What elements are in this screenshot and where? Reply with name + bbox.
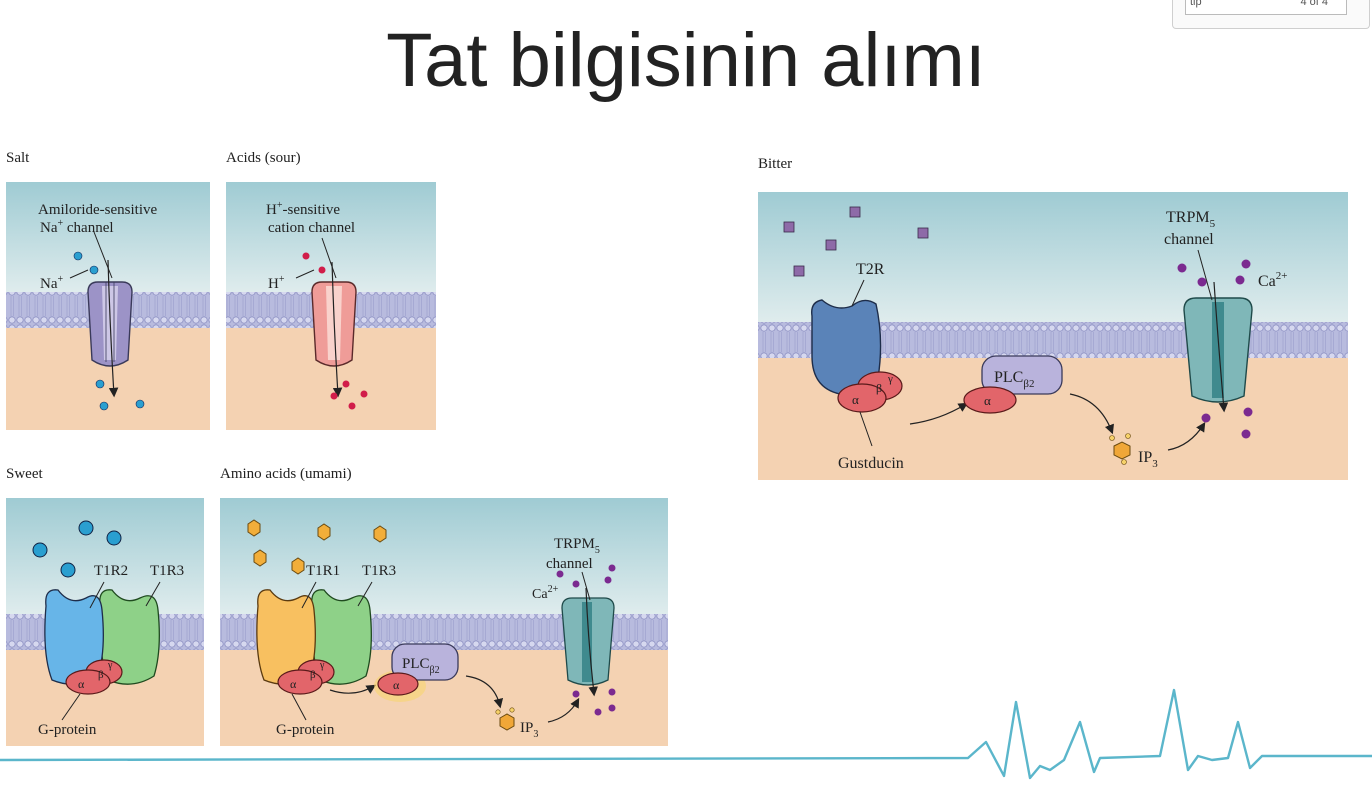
proton — [302, 252, 310, 260]
bitter-gamma-label: γ — [887, 373, 893, 385]
slide-counter-value: 4 of 4 — [1300, 0, 1328, 8]
bitter-tastant — [825, 239, 837, 251]
t2r-label: T2R — [856, 261, 885, 278]
sour-heading: Acids (sour) — [226, 150, 301, 166]
umami-calcium-label: Ca2+ — [532, 584, 559, 602]
proton — [348, 402, 356, 410]
calcium-ion — [608, 688, 616, 696]
calcium-ion — [1235, 275, 1245, 285]
proton — [318, 266, 326, 274]
calcium-ion — [594, 708, 602, 716]
bitter-alpha-label: α — [852, 392, 859, 407]
gustducin-label: Gustducin — [838, 455, 904, 472]
bitter-tastant — [917, 227, 929, 239]
calcium-ion — [556, 570, 564, 578]
umami-heading: Amino acids (umami) — [220, 466, 352, 482]
salt-ion-label: Na+ — [40, 274, 64, 292]
sour-ion-label: H+ — [268, 274, 285, 292]
calcium-ion — [1241, 259, 1251, 269]
slide-counter-box: tip 4 of 4 — [1185, 0, 1347, 15]
page-title: Tat bilgisinin alımı — [386, 18, 986, 103]
heartbeat-divider-line — [0, 688, 1372, 780]
sodium-ion — [89, 265, 99, 275]
slide-counter-label: tip — [1190, 0, 1202, 8]
umami-tastant — [317, 523, 331, 541]
calcium-ion — [1177, 263, 1187, 273]
umami-plc-label: PLCβ2 — [402, 656, 440, 676]
umami-tastant — [291, 557, 305, 575]
calcium-ion — [1243, 407, 1253, 417]
sweet-gamma-label: γ — [107, 660, 113, 671]
calcium-ion — [608, 564, 616, 572]
sweet-tastant — [78, 520, 94, 536]
t1r2-label: T1R2 — [94, 563, 128, 579]
sweet-tastant — [60, 562, 76, 578]
bitter-tastant — [793, 265, 805, 277]
calcium-ion — [1197, 277, 1207, 287]
calcium-ion — [608, 704, 616, 712]
sweet-tastant — [32, 542, 48, 558]
umami-panel: Amino acids (umami) T1R1 T1R3 α β γ G-pr… — [220, 466, 668, 746]
sweet-gprotein-label: G-protein — [38, 722, 97, 738]
proton — [360, 390, 368, 398]
bitter-channel-label: channel — [1164, 231, 1214, 248]
umami-plc-shape — [391, 643, 459, 681]
bitter-beta-label: β — [876, 381, 882, 395]
sodium-ion — [95, 379, 105, 389]
t1r2-receptor-shape — [44, 589, 104, 685]
umami-t1r1-shape — [256, 589, 316, 685]
umami-tastant — [253, 549, 267, 567]
bitter-panel: Bitter T2R α β γ Gustducin PLCβ2 α — [758, 156, 1348, 480]
sour-channel-label-1: H+-sensitive — [266, 200, 340, 218]
bitter-ip3-label: IP3 — [1138, 449, 1158, 470]
sour-channel-label-2: cation channel — [268, 220, 355, 236]
slide-counter-widget: tip 4 of 4 — [1172, 0, 1370, 29]
bitter-plc-shape — [981, 355, 1063, 395]
bitter-heading: Bitter — [758, 156, 792, 172]
salt-channel-label-1: Amiloride-sensitive — [38, 202, 157, 218]
salt-channel-label-2: Na+ channel — [40, 218, 114, 236]
sweet-panel: Sweet T1R2 T1R3 α β γ G-protein — [6, 466, 204, 746]
proton — [342, 380, 350, 388]
bitter-calcium-label: Ca2+ — [1258, 270, 1288, 290]
calcium-ion — [572, 690, 580, 698]
bitter-trpm5-label: TRPM5 — [1166, 209, 1216, 230]
t1r3-label: T1R3 — [150, 563, 184, 579]
umami-tastant — [373, 525, 387, 543]
calcium-ion — [572, 580, 580, 588]
bitter-tastant — [849, 206, 861, 218]
umami-tastant — [247, 519, 261, 537]
sodium-ion — [99, 401, 109, 411]
sweet-tastant — [106, 530, 122, 546]
bitter-plc-alpha: α — [984, 393, 991, 408]
calcium-ion — [604, 576, 612, 584]
sweet-heading: Sweet — [6, 466, 43, 482]
umami-gprotein-label: G-protein — [276, 722, 335, 738]
calcium-ion — [1241, 429, 1251, 439]
umami-alpha-label: α — [290, 677, 297, 691]
bitter-plc-label: PLCβ2 — [994, 369, 1034, 390]
umami-channel-label: channel — [546, 556, 593, 572]
sweet-beta-label: β — [98, 669, 104, 681]
salt-heading: Salt — [6, 150, 30, 166]
sweet-alpha-label: α — [78, 677, 85, 691]
umami-ip3-label: IP3 — [520, 720, 538, 740]
umami-beta-label: β — [310, 669, 316, 681]
bitter-tastant — [783, 221, 795, 233]
calcium-ion — [1201, 413, 1211, 423]
sodium-ion — [73, 251, 83, 261]
umami-t1r3-label: T1R3 — [362, 563, 396, 579]
umami-plc-alpha: α — [393, 678, 400, 692]
proton — [330, 392, 338, 400]
sodium-ion — [135, 399, 145, 409]
umami-trpm5-label: TRPM5 — [554, 536, 600, 556]
t1r1-label: T1R1 — [306, 563, 340, 579]
sour-panel: Acids (sour) H+-sensitive cation channel… — [226, 150, 436, 430]
umami-gamma-label: γ — [319, 660, 325, 671]
salt-panel: Salt Amiloride-sensitive Na+ channel Na+ — [6, 150, 210, 430]
